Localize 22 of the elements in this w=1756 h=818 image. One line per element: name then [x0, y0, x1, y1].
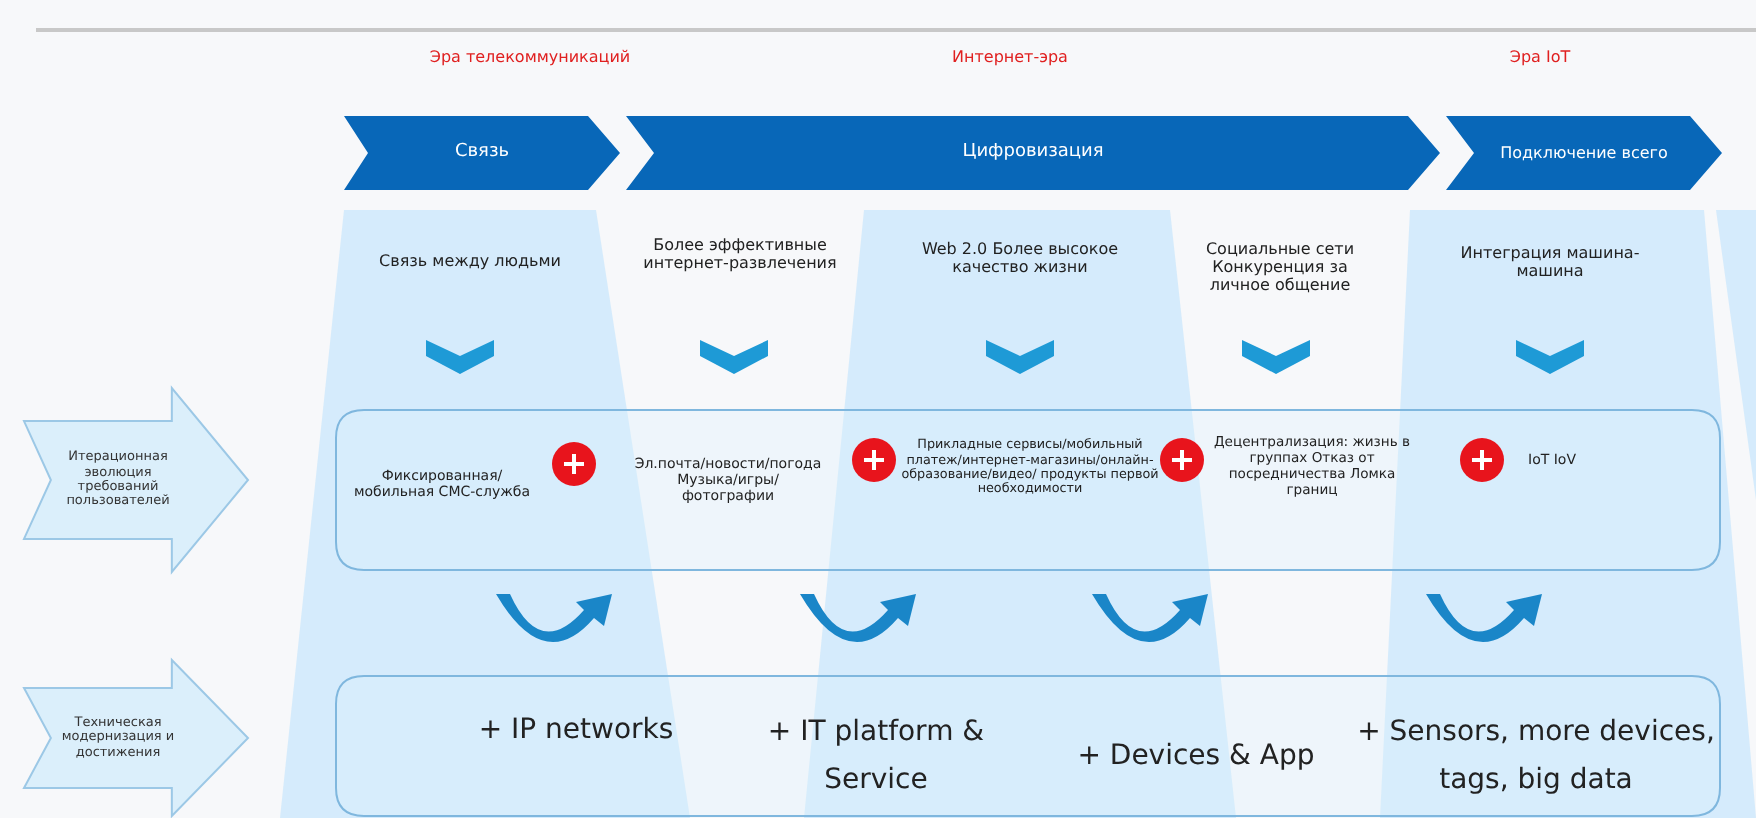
- side-arrow: [24, 388, 248, 572]
- stage-band: [1446, 116, 1722, 190]
- tech-text: + Devices & App: [1077, 737, 1315, 776]
- era-label: Эра IoT: [1507, 48, 1573, 67]
- column-heading: Web 2.0 Более высокое качество жизни: [919, 240, 1121, 277]
- column-heading: Связь между людьми: [377, 252, 563, 271]
- column-heading: Более эффективные интернет-развлечения: [641, 236, 839, 273]
- tech-text: + IT platform & Service: [765, 713, 987, 800]
- era-label: Эра телекоммуникаций: [427, 48, 633, 67]
- tech-text: + IP networks: [478, 713, 674, 747]
- node-label: Подключение всего: [1500, 143, 1668, 163]
- stage-band: [344, 116, 620, 190]
- side-arrow: [24, 660, 248, 816]
- node-label: Цифровизация: [962, 142, 1104, 164]
- era-label: Интернет-эра: [950, 48, 1070, 67]
- row-panel: [336, 410, 1720, 570]
- column-heading: Социальные сети Конкуренция за личное общение: [1203, 240, 1357, 296]
- stage-band: [626, 116, 1440, 190]
- column-heading: Интеграция машина-машина: [1458, 244, 1642, 281]
- row-panel: [336, 676, 1720, 816]
- tech-text: + Sensors, more devices, tags, big data: [1356, 713, 1716, 800]
- node-label: Связь: [454, 142, 510, 164]
